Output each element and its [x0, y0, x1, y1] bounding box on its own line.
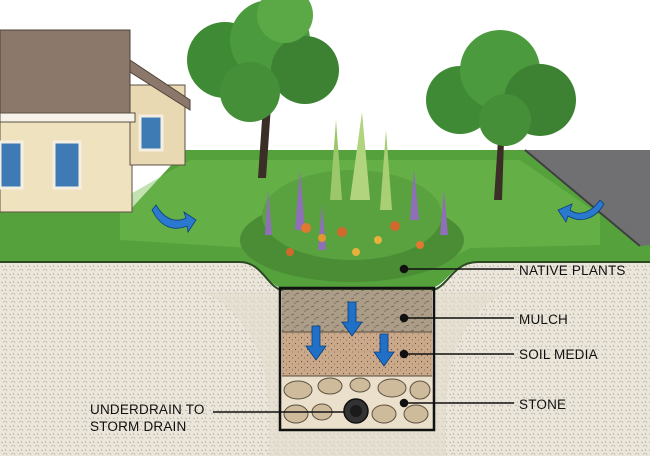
label-underdrain: UNDERDRAIN TO STORM DRAIN [90, 401, 205, 435]
native-plants-mass [240, 112, 464, 282]
pipe-icon [343, 398, 369, 424]
down-arrow-icon [305, 301, 395, 367]
road [525, 150, 650, 246]
label-underdrain-line2: STORM DRAIN [90, 419, 187, 434]
house [0, 29, 191, 213]
tree-left [187, 0, 339, 178]
curved-arrow-icon-right [557, 199, 605, 223]
label-mulch: MULCH [519, 312, 569, 327]
tree-right [426, 30, 576, 200]
label-soil-media: SOIL MEDIA [519, 347, 598, 362]
leader-lines [213, 264, 514, 413]
curved-arrow-icon-left [151, 204, 197, 234]
label-stone: STONE [519, 397, 567, 412]
label-underdrain-line1: UNDERDRAIN TO [90, 402, 205, 417]
label-native-plants: NATIVE PLANTS [519, 263, 626, 278]
trench [278, 286, 436, 432]
